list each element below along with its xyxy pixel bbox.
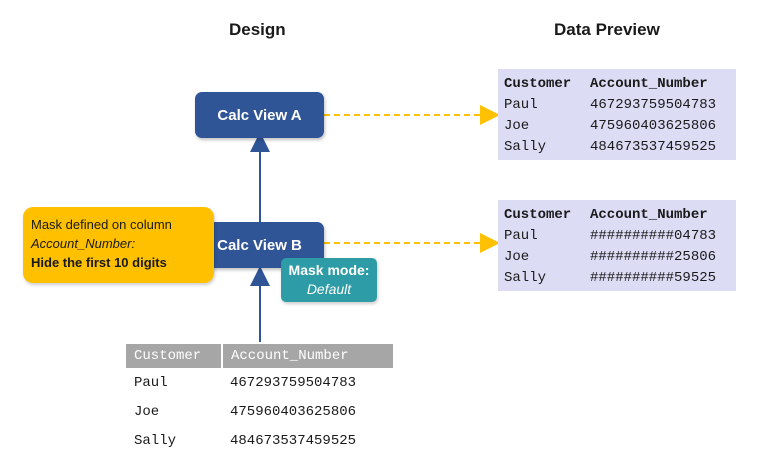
mask-mode-value: Default bbox=[306, 281, 352, 297]
source-header-customer: Customer bbox=[126, 344, 223, 368]
customer-cell: Sally bbox=[504, 269, 547, 286]
calc-view-b-label: Calc View B bbox=[217, 236, 302, 254]
table-row: Paul ##########04783 bbox=[504, 225, 716, 246]
calc-view-a-label: Calc View A bbox=[217, 106, 302, 124]
customer-cell: Sally bbox=[504, 138, 547, 155]
account-cell: 475960403625806 bbox=[590, 117, 717, 134]
data-preview-b: Customer Account_Number Paul ##########0… bbox=[498, 200, 736, 291]
account-cell: 484673537459525 bbox=[590, 138, 717, 155]
mask-definition-note: Mask defined on column Account_Number: H… bbox=[23, 207, 214, 283]
table-row: Paul 467293759504783 bbox=[126, 368, 393, 397]
source-table-grid: Customer Account_Number Paul 46729375950… bbox=[126, 344, 393, 455]
mask-note-line1: Mask defined on column bbox=[31, 217, 172, 232]
calc-view-a-box: Calc View A bbox=[195, 92, 324, 138]
source-header-row: Customer Account_Number bbox=[126, 344, 393, 368]
customer-cell: Paul bbox=[504, 227, 538, 244]
source-header-account: Account_Number bbox=[222, 344, 393, 368]
customer-cell: Sally bbox=[134, 432, 177, 449]
account-cell: 467293759504783 bbox=[590, 96, 717, 113]
preview-a-header-account: Account_Number bbox=[590, 75, 708, 92]
customer-cell: Joe bbox=[134, 403, 160, 420]
mask-note-column: Account_Number: bbox=[31, 236, 136, 251]
table-row: Sally 484673537459525 bbox=[126, 426, 393, 455]
table-row: Joe 475960403625806 bbox=[126, 397, 393, 426]
account-cell: 475960403625806 bbox=[230, 403, 357, 420]
account-cell: 484673537459525 bbox=[230, 432, 357, 449]
table-row: Joe 475960403625806 bbox=[504, 115, 716, 136]
preview-a-table: Customer Account_Number Paul 46729375950… bbox=[504, 73, 716, 157]
customer-cell: Joe bbox=[504, 117, 530, 134]
masked-account-cell: ##########59525 bbox=[590, 269, 717, 286]
mask-mode-badge: Mask mode: Default bbox=[281, 258, 377, 302]
table-row: Sally ##########59525 bbox=[504, 267, 716, 288]
data-preview-heading: Data Preview bbox=[554, 20, 660, 39]
preview-a-header-row: Customer Account_Number bbox=[504, 73, 716, 94]
masked-account-cell: ##########25806 bbox=[590, 248, 717, 265]
customer-cell: Paul bbox=[134, 374, 168, 391]
table-row: Paul 467293759504783 bbox=[504, 94, 716, 115]
masked-account-cell: ##########04783 bbox=[590, 227, 717, 244]
preview-b-header-customer: Customer bbox=[504, 206, 572, 223]
mask-note-rule: Hide the first 10 digits bbox=[31, 255, 167, 270]
mask-mode-label: Mask mode: bbox=[288, 262, 370, 278]
design-heading: Design bbox=[229, 20, 286, 39]
customer-cell: Paul bbox=[504, 96, 538, 113]
data-preview-a: Customer Account_Number Paul 46729375950… bbox=[498, 69, 736, 160]
table-row: Sally 484673537459525 bbox=[504, 136, 716, 157]
table-row: Joe ##########25806 bbox=[504, 246, 716, 267]
account-cell: 467293759504783 bbox=[230, 374, 357, 391]
customer-cell: Joe bbox=[504, 248, 530, 265]
preview-b-header-row: Customer Account_Number bbox=[504, 204, 716, 225]
source-table: Customer Account_Number Paul 46729375950… bbox=[126, 344, 393, 455]
preview-b-header-account: Account_Number bbox=[590, 206, 708, 223]
preview-b-table: Customer Account_Number Paul ##########0… bbox=[504, 204, 716, 288]
preview-a-header-customer: Customer bbox=[504, 75, 572, 92]
